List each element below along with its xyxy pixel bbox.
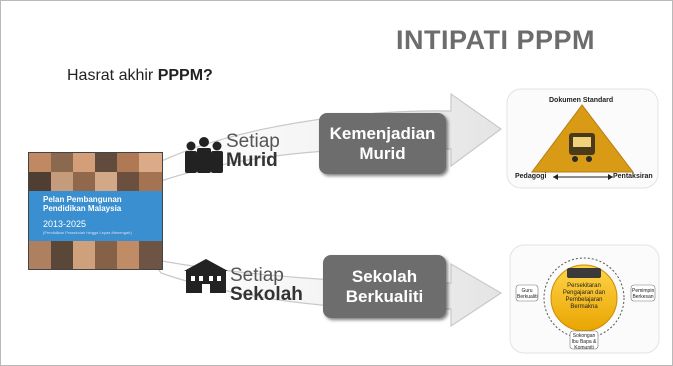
box1-line2: Murid xyxy=(359,144,406,163)
slide-subtitle: Hasrat akhir PPPM? xyxy=(67,67,213,85)
box2-line2: Berkualiti xyxy=(345,287,424,306)
subtitle-prefix: Hasrat akhir xyxy=(67,67,158,84)
kemenjadian-murid-box: Kemenjadian Murid xyxy=(319,113,446,174)
cover-tagline: (Pendidikan Prasekolah hingga Lepas Mene… xyxy=(43,230,132,235)
row2-setiap-label: Setiap xyxy=(230,265,284,286)
pentaksiran-label: Pentaksiran xyxy=(613,173,653,180)
triangle-diagram xyxy=(506,88,659,189)
guru-berkualiti-label: Guru Berkualiti xyxy=(517,288,538,300)
row1-murid-label: Murid xyxy=(226,150,278,171)
sokongan-label: Sokongan Ibu Bapa & Komuniti xyxy=(571,333,597,351)
pemimpin-berkesan-label: Pemimpin Berkesan xyxy=(632,288,655,300)
cover-title-line1: Pelan Pembangunan xyxy=(43,195,122,204)
pedagogi-label: Pedagogi xyxy=(515,173,547,180)
persekitaran-label: Persekitaran Pengajaran dan Pembelajaran… xyxy=(562,283,606,310)
box1-line1: Kemenjadian xyxy=(329,124,436,143)
pppm-cover-image: Pelan Pembangunan Pendidikan Malaysia 20… xyxy=(28,152,163,270)
cover-title-line2: Pendidikan Malaysia xyxy=(43,204,122,213)
box2-line1: Sekolah xyxy=(351,267,418,286)
subtitle-bold: PPPM? xyxy=(157,67,213,84)
cover-title: Pelan Pembangunan Pendidikan Malaysia xyxy=(43,195,122,213)
row1-setiap-label: Setiap xyxy=(226,131,280,152)
circle-diagram xyxy=(509,244,660,354)
people-icon xyxy=(185,137,223,173)
cover-title-band xyxy=(29,191,162,241)
school-building-icon xyxy=(184,259,228,293)
slide-title: INTIPATI PPPM xyxy=(396,25,596,55)
row2-sekolah-label: Sekolah xyxy=(230,284,303,305)
sekolah-berkualiti-box: Sekolah Berkualiti xyxy=(323,255,446,318)
cover-years: 2013-2025 xyxy=(43,219,87,229)
dokumen-standard-label: Dokumen Standard xyxy=(549,97,614,104)
